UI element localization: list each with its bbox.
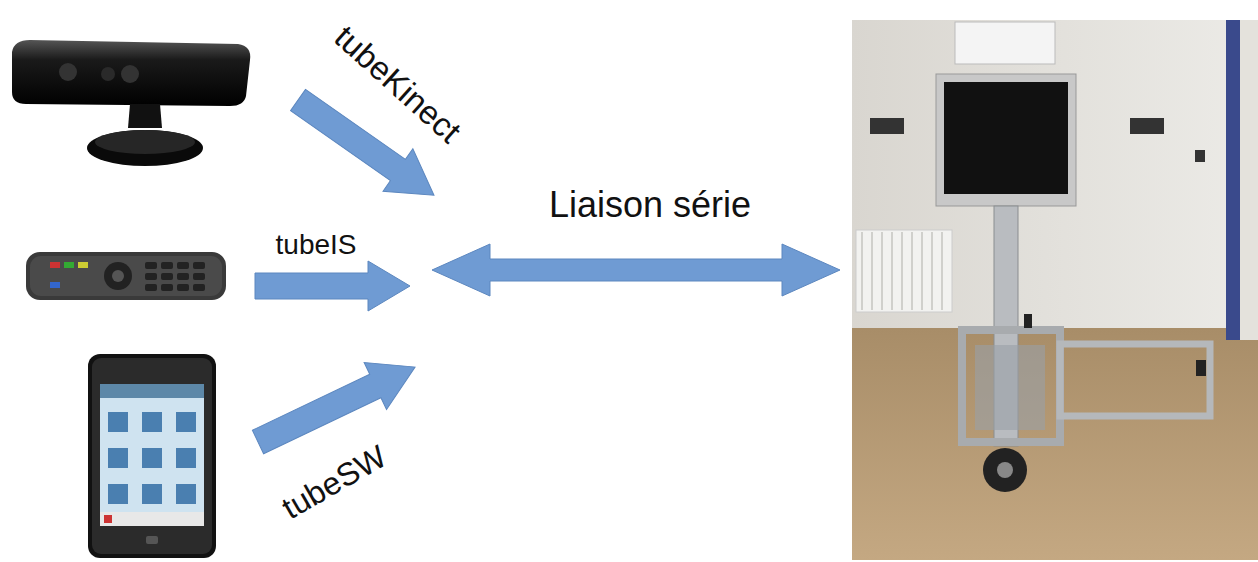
- kinect-sensor: [12, 40, 250, 166]
- robot-photo: [852, 20, 1258, 560]
- remote-control: [26, 252, 226, 300]
- tube-label: tubeIS: [276, 231, 357, 259]
- smartphone: [88, 354, 216, 558]
- tube-label: tubeSW: [277, 440, 392, 525]
- block-arrow: [247, 79, 840, 466]
- link-label: Liaison série: [549, 187, 751, 223]
